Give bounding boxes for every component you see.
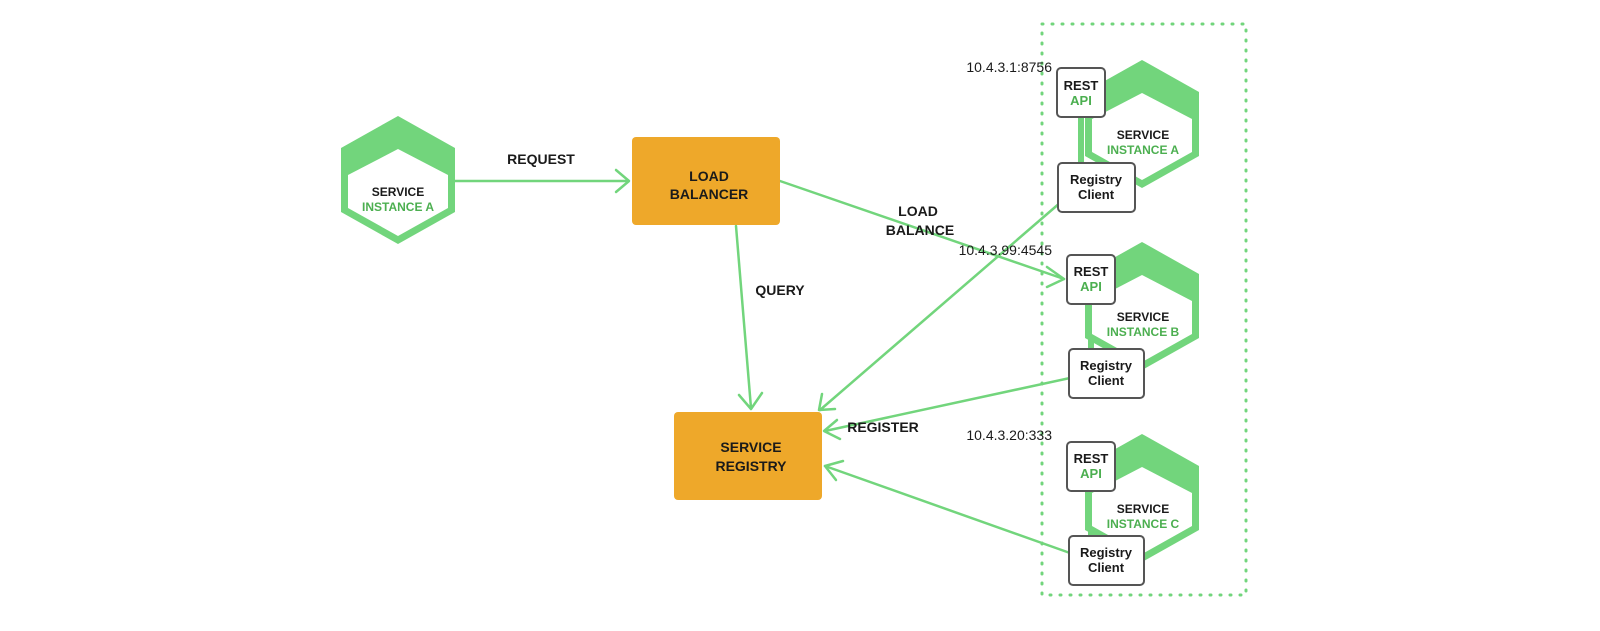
instance-b-rest-label: REST: [1074, 264, 1109, 279]
register-label: REGISTER: [847, 419, 919, 435]
service-registry-label-2: REGISTRY: [715, 458, 787, 474]
service-registry-box: [674, 412, 822, 500]
instance-b-label-1: SERVICE: [1117, 310, 1169, 324]
register-arrow-c-head: [823, 459, 845, 482]
load-balancer-box: [632, 137, 780, 225]
query-arrow-line: [734, 224, 753, 410]
instance-a-api-label: API: [1070, 93, 1092, 108]
instance-a-registry-label: Registry: [1070, 172, 1123, 187]
request-arrow-head: [614, 168, 631, 194]
query-arrow-head: [737, 391, 764, 411]
instance-a-address: 10.4.3.1:8756: [966, 59, 1052, 75]
instance-a-client-label: Client: [1078, 187, 1115, 202]
instance-b-label-2: INSTANCE B: [1107, 325, 1180, 339]
load-balance-arrow-head: [1045, 265, 1066, 289]
register-arrow-a-head: [817, 392, 837, 412]
client-service-label-1: SERVICE: [372, 185, 424, 199]
instance-c-rest-api-box: [1066, 441, 1116, 492]
request-label: REQUEST: [507, 151, 575, 167]
instance-c-rest-label: REST: [1074, 451, 1109, 466]
instance-c-address: 10.4.3.20:333: [966, 427, 1052, 443]
register-arrow-b-head: [822, 418, 842, 441]
instance-a-label-2: INSTANCE A: [1107, 143, 1179, 157]
instance-c-registry-client-box: [1068, 535, 1145, 586]
register-arrow-c-line: [823, 464, 1072, 555]
instance-c-client-label: Client: [1088, 560, 1125, 575]
instance-group-boundary: [1040, 22, 1248, 597]
instance-b-rest-api-box: [1066, 254, 1116, 305]
instance-c-registry-label: Registry: [1080, 545, 1133, 560]
load-balance-label-1: LOAD: [898, 203, 938, 219]
load-balance-label-2: BALANCE: [886, 222, 954, 238]
query-label: QUERY: [755, 282, 805, 298]
load-balancer-label-2: BALANCER: [670, 186, 749, 202]
instance-b-client-label: Client: [1088, 373, 1125, 388]
instance-b-registry-label: Registry: [1080, 358, 1133, 373]
instance-c-label-1: SERVICE: [1117, 502, 1169, 516]
client-service-hexagon: [341, 116, 455, 244]
instance-c-api-label: API: [1080, 466, 1102, 481]
register-arrow-b-line: [823, 376, 1072, 433]
instance-b-address: 10.4.3.99:4545: [959, 242, 1053, 258]
client-service-label-2: INSTANCE A: [362, 200, 434, 214]
instance-b-registry-client-box: [1068, 348, 1145, 399]
register-arrow-a-line: [818, 200, 1063, 412]
load-balancer-label-1: LOAD: [689, 168, 729, 184]
instance-c-label-2: INSTANCE C: [1107, 517, 1180, 531]
instance-a-registry-client-box: [1057, 162, 1136, 213]
service-registry-label-1: SERVICE: [720, 439, 781, 455]
service-instance-a-hexagon: [1085, 60, 1199, 188]
instance-a-label-1: SERVICE: [1117, 128, 1169, 142]
instance-a-rest-label: REST: [1064, 78, 1099, 93]
load-balance-arrow-line: [778, 179, 1066, 281]
instance-a-rest-api-box: [1056, 67, 1106, 118]
instance-b-api-label: API: [1080, 279, 1102, 294]
